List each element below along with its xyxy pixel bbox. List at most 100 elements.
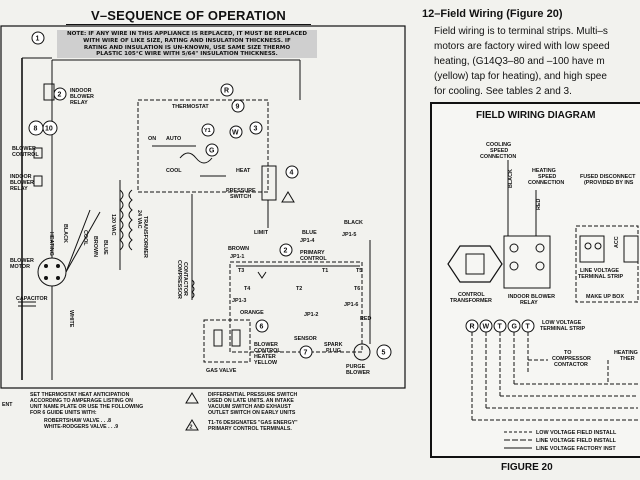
section-paragraph: Field wiring is to terminal strips. Mult…	[434, 26, 610, 97]
blower-control-heater-label: YELLOW	[254, 360, 278, 366]
wiring-schematic: 1 2 INDOOR BLOWER RELAY 8 10 BLOWER CONT…	[0, 25, 406, 432]
legend-line-voltage: LINE VOLTAGE FIELD INSTALL	[536, 438, 617, 444]
callout-3-circle	[249, 121, 263, 135]
terminal-r-label: R	[224, 88, 229, 95]
primary-control-label: CONTROL	[300, 256, 327, 262]
footnote-right: OUTLET SWITCH ON EARLY UNITS	[208, 410, 296, 416]
lv-label-w: W	[483, 324, 490, 331]
callout-9-circle	[231, 99, 245, 113]
purge-blower-label: BLOWER	[346, 370, 370, 376]
white-wire-label: WHITE	[68, 310, 74, 328]
motor-lead	[65, 211, 101, 273]
blower-motor-label: MOTOR	[10, 264, 30, 270]
vac24-label: 24 VAC	[136, 210, 142, 229]
callout-2: 2	[58, 92, 62, 99]
relay-terminal	[509, 261, 519, 271]
sensor-label: SENSOR	[294, 336, 317, 342]
callout-6: 6	[260, 324, 264, 331]
callout-10-circle	[42, 120, 58, 136]
t1-label: T1	[322, 268, 328, 274]
gas-valve-coil	[231, 329, 241, 347]
indoor-blower-relay2-label: BLOWER	[10, 180, 34, 186]
footnote-triangle-icon	[185, 392, 199, 404]
callout-1-circle	[31, 31, 45, 45]
field-wiring-diagram: COOLING SPEED CONNECTION HEATING SPEED C…	[447, 142, 639, 452]
note-line: WITH WIRE OF LIKE SIZE, RATING AND INSUL…	[83, 37, 291, 44]
fused-disconnect-label: FUSED DISCONNECT	[580, 174, 636, 180]
section-heading: 12–Field Wiring (Figure 20)	[422, 8, 563, 20]
motor-pin	[44, 264, 48, 268]
indoor-blower-relay-label: INDOOR	[70, 88, 92, 94]
fan-auto-label: AUTO	[166, 136, 181, 142]
compressor-contactor-label: CONTACTOR	[182, 262, 188, 296]
brown-wire-label: BROWN	[92, 236, 98, 257]
field-wiring-panel: 12–Field Wiring (Figure 20) Field wiring…	[408, 0, 640, 480]
blower-control-heater-label: CONTROL	[254, 348, 281, 354]
motor-pin	[56, 276, 60, 280]
terminal-y1-circle	[201, 123, 215, 137]
relay2-contact	[33, 175, 43, 187]
cooling-speed-label: COOLING	[486, 142, 511, 148]
gas-valve-coil	[213, 329, 223, 347]
footnote-triangle-icon	[185, 419, 199, 431]
callout-1: 1	[36, 36, 40, 43]
terminal-y1-label: Y1	[204, 128, 211, 134]
t5-label: T5	[356, 268, 362, 274]
cooling-speed-label: CONNECTION	[480, 154, 516, 160]
indoor-blower-relay-label: RELAY	[520, 300, 538, 306]
purge-blower-label: PURGE	[346, 364, 366, 370]
callout-4: 4	[290, 170, 294, 177]
footnote-left: ROBERTSHAW VALVE . . .8	[44, 418, 111, 424]
blue2-label: BLUE	[302, 230, 317, 236]
footnote-triangle	[281, 191, 295, 203]
makeup-box-label: MAKE UP BOX	[586, 294, 624, 300]
orange-wire-label: ORANGE	[240, 310, 264, 316]
legend-low-voltage: LOW VOLTAGE FIELD INSTALL	[536, 430, 617, 436]
footnote-left: ACCORDING TO AMPERAGE LISTING ON	[30, 398, 133, 404]
footnote-2-marker: 2	[190, 425, 193, 431]
t4-label: T4	[244, 286, 250, 292]
side-label: ENT	[2, 402, 13, 408]
low-voltage-terminal-strip	[465, 319, 535, 333]
callout-4-circle	[285, 165, 299, 179]
note-line: RATING AND INSULATION IS UN-KNOWN, USE S…	[83, 44, 291, 51]
indoor-blower-relay-box	[503, 235, 551, 289]
callout-2b: 2	[284, 248, 288, 255]
footnote-right: PRIMARY CONTROL TERMINALS.	[208, 426, 292, 432]
strip-terminal	[594, 242, 602, 250]
footnote-left: UNIT NAME PLATE OR USE THE FOLLOWING	[30, 404, 143, 410]
brown2-label: BROWN	[228, 246, 249, 252]
lv-label-t: T	[498, 324, 503, 331]
low-voltage-label: LOW VOLTAGE	[542, 320, 582, 326]
heat-mode-label: HEAT	[236, 168, 251, 174]
callout-2b-circle	[279, 243, 293, 257]
limit-label: LIMIT	[254, 230, 269, 236]
fan-on-label: ON	[148, 136, 156, 142]
t2-label: T2	[296, 286, 302, 292]
indoor-blower-relay-label: INDOOR BLOWER	[508, 294, 555, 300]
callout-5: 5	[382, 350, 386, 357]
motor-lead	[65, 209, 91, 273]
transformer-coil	[128, 189, 133, 251]
terminal-w-circle	[229, 125, 243, 139]
indoor-blower-relay-coil	[43, 83, 55, 101]
cool-mode-label: COOL	[166, 168, 182, 174]
thermostat-label: THERMOSTAT	[172, 104, 209, 110]
sequence-title: V–SEQUENCE OF OPERATION	[66, 8, 311, 25]
to-compressor-label: CONTACTOR	[554, 362, 588, 368]
field-wiring-figure	[430, 102, 640, 458]
control-transformer-label: TRANSFORMER	[450, 298, 492, 304]
blower-motor-label: BLOWER	[10, 258, 34, 264]
heating-speed-label: SPEED	[538, 174, 556, 180]
to-compressor-label: COMPRESSOR	[552, 356, 591, 362]
acc-label: ACC	[614, 236, 620, 248]
footnote-left: WHITE-RODGERS VALVE . . .9	[44, 424, 118, 430]
heating-ther-label: HEATING	[614, 350, 638, 356]
note-line: NOTE: IF ANY WIRE IN THIS APPLIANCE IS R…	[66, 31, 308, 37]
wire-replacement-note: NOTE: IF ANY WIRE IN THIS APPLIANCE IS R…	[57, 30, 317, 58]
callout-9: 9	[236, 104, 240, 111]
t3-label: T3	[238, 268, 244, 274]
indoor-blower-relay-label: RELAY	[70, 100, 88, 106]
to-compressor-label: TO	[564, 350, 571, 356]
makeup-box	[575, 225, 639, 303]
